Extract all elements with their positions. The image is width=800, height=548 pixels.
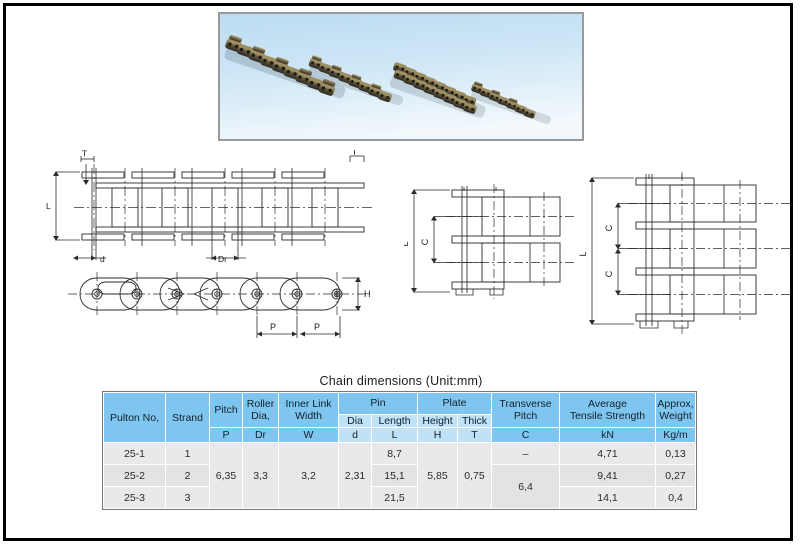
symbol-pitch: P <box>209 427 243 444</box>
header-pin-length: Length <box>371 413 418 429</box>
symbol-inner-link-width: W <box>278 427 339 444</box>
table-header-row-2: Dia Length Height Thick <box>104 413 696 429</box>
dim-label-L-triplex: L <box>578 251 588 256</box>
cell-weight: 0,4 <box>655 486 696 510</box>
header-group-plate: Plate <box>417 392 492 415</box>
duplex-chain-end-view-drawing: L C <box>404 184 574 299</box>
symbol-pin-length: L <box>371 427 418 444</box>
cell-pin-length: 15,1 <box>371 464 418 488</box>
single-strand-side-view-drawing: P P H <box>68 272 371 338</box>
cell-tensile-strength: 9,41 <box>559 464 656 488</box>
symbol-tensile-unit: kN <box>559 427 656 444</box>
cell-pulton-no: 25-3 <box>103 486 166 510</box>
symbol-roller-dia: Dr <box>242 427 279 444</box>
cell-plate-thick: 0,75 <box>457 442 492 510</box>
symbol-plate-thick: T <box>457 427 492 444</box>
chain-photo-illustration <box>220 14 582 139</box>
cell-strand: 3 <box>165 486 210 510</box>
header-strand: Strand <box>165 391 210 444</box>
cell-strand: 1 <box>165 442 210 466</box>
symbol-transverse-pitch: C <box>491 427 560 444</box>
cell-weight: 0,27 <box>655 464 696 488</box>
dim-label-P-2: P <box>314 322 320 332</box>
cell-pin-dia: 2,31 <box>338 442 372 510</box>
dim-label-T-left: T <box>82 150 87 159</box>
table-row: 25-1 1 6,35 3,3 3,2 2,31 8,7 5,85 0,75 –… <box>103 442 696 510</box>
dim-label-d: d <box>100 254 105 264</box>
roller-chain-product-photo <box>218 12 584 141</box>
cell-inner-link-width: 3,2 <box>278 442 339 510</box>
symbol-weight-unit: Kg/m <box>655 427 696 444</box>
cell-transverse-pitch: – <box>491 442 560 466</box>
header-group-pin: Pin <box>338 392 418 415</box>
header-pulton-no: Pulton No, <box>103 391 166 444</box>
header-approx-weight: Approx, Weight <box>655 391 696 429</box>
dim-label-C-triplex-upper: C <box>604 224 614 231</box>
cell-weight: 0,13 <box>655 442 696 466</box>
cell-pulton-no: 25-1 <box>103 442 166 466</box>
dim-label-C-duplex: C <box>420 238 430 245</box>
header-plate-height: Height <box>417 413 458 429</box>
dim-label-C-triplex-lower: C <box>604 270 614 277</box>
dim-label-P-1: P <box>270 322 276 332</box>
cell-roller-dia: 3,3 <box>242 442 279 510</box>
dim-label-L-left: L <box>46 201 51 211</box>
header-inner-link-width: Inner Link Width <box>278 391 339 429</box>
dim-label-H: H <box>364 289 371 299</box>
symbol-plate-height: H <box>417 427 458 444</box>
table-symbol-row: P Dr W d L H T C kN Kg/m <box>104 427 696 444</box>
single-strand-top-view-drawing: T L d Dr T <box>46 150 372 264</box>
dim-label-T-right: T <box>352 150 357 157</box>
cell-pin-length: 8,7 <box>371 442 418 466</box>
header-pin-dia: Dia <box>338 413 372 429</box>
cell-tensile-strength: 14,1 <box>559 486 656 510</box>
cell-pitch: 6,35 <box>209 442 243 510</box>
cell-strand: 2 <box>165 464 210 488</box>
cell-tensile-strength: 4,71 <box>559 442 656 466</box>
cell-transverse-pitch: 6,4 <box>491 464 560 510</box>
header-plate-thick: Thick <box>457 413 492 429</box>
header-transverse-pitch: Transverse Pitch <box>491 391 560 429</box>
table-row: 25-2 2 15,1 6,4 9,41 0,27 <box>103 464 696 510</box>
chain-dimensions-table-wrap: Pulton No, Strand Pitch Roller Dia, Inne… <box>102 390 697 511</box>
cell-pulton-no: 25-2 <box>103 464 166 488</box>
table-header-row-1: Pulton No, Strand Pitch Roller Dia, Inne… <box>103 391 696 444</box>
chain-dimensions-table: Pulton No, Strand Pitch Roller Dia, Inne… <box>102 390 697 511</box>
triplex-chain-end-view-drawing: L C C <box>578 172 790 334</box>
dim-label-Dr: Dr <box>218 254 227 264</box>
document-frame: T L d Dr T <box>3 3 793 541</box>
symbol-pin-dia: d <box>338 427 372 444</box>
table-row: 25-3 3 21,5 14,1 0,4 <box>103 486 696 510</box>
header-pitch: Pitch <box>209 391 243 429</box>
header-roller-dia: Roller Dia, <box>242 391 279 429</box>
table-title: Chain dimensions (Unit:mm) <box>319 374 483 388</box>
cell-pin-length: 21,5 <box>371 486 418 510</box>
header-tensile-strength: Average Tensile Strength <box>559 391 656 429</box>
cell-plate-height: 5,85 <box>417 442 458 510</box>
dim-label-L-duplex: L <box>404 241 410 246</box>
